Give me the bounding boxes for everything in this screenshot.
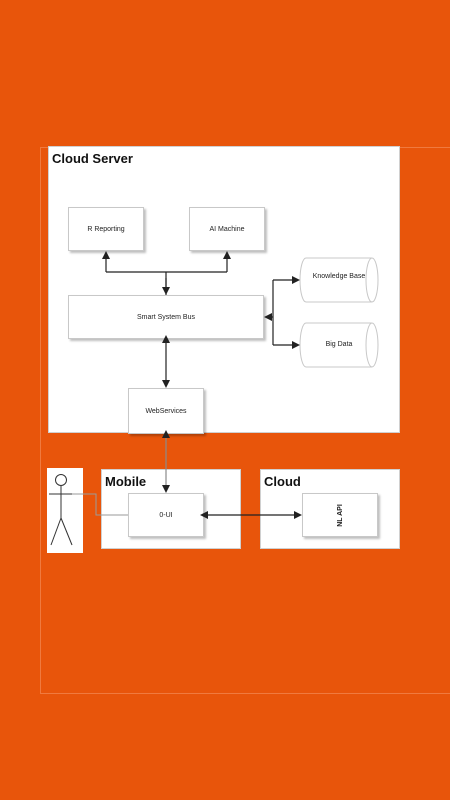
- webservices-label: WebServices: [145, 407, 187, 415]
- zero-ui-node: 0-UI: [128, 493, 204, 537]
- webservices-node: WebServices: [128, 388, 204, 434]
- stick-figure-icon: [49, 474, 73, 546]
- bus-to-storage-connectors: [264, 276, 300, 349]
- cloud-title: Cloud: [264, 474, 301, 489]
- ai-machine-node: AI Machine: [189, 207, 265, 251]
- smart-system-bus-node: Smart System Bus: [68, 295, 264, 339]
- zero-ui-label: 0-UI: [159, 511, 173, 519]
- knowledge-base-label: Knowledge Base: [312, 273, 366, 280]
- big-data-label: Big Data: [325, 341, 353, 348]
- r-reporting-node: R Reporting: [68, 207, 144, 251]
- smart-system-bus-label: Smart System Bus: [137, 313, 195, 321]
- ai-machine-label: AI Machine: [209, 225, 245, 233]
- mobile-title: Mobile: [105, 474, 147, 489]
- r-reporting-label: R Reporting: [87, 225, 125, 233]
- bus-to-top-connectors: [102, 251, 231, 295]
- cloud-server-title: Cloud Server: [52, 151, 133, 166]
- actor-ui-connector: [70, 493, 128, 516]
- knowledge-base-cylinder: [299, 257, 379, 303]
- nl-api-node: NL API: [302, 493, 378, 537]
- big-data-cylinder: [299, 322, 379, 368]
